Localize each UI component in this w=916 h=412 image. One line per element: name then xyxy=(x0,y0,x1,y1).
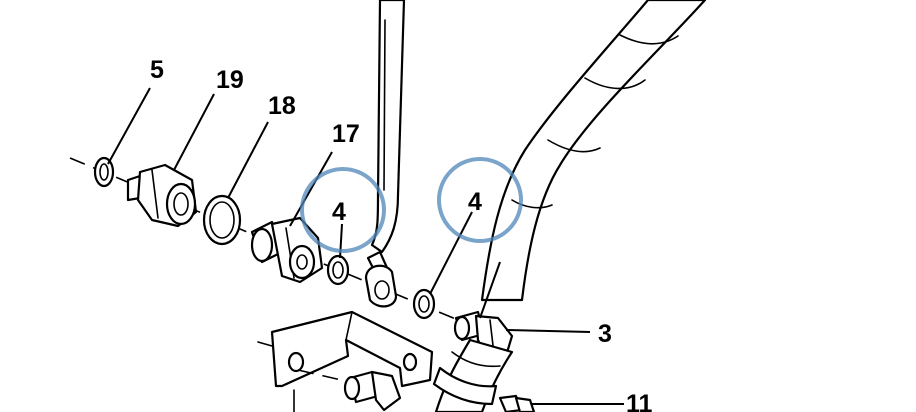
callout-17: 17 xyxy=(332,120,360,148)
hose-clamp xyxy=(432,338,514,412)
callout-18: 18 xyxy=(268,92,296,120)
washer-4-right xyxy=(412,288,436,320)
adapter-fitting-17 xyxy=(250,216,324,284)
union-nut-19 xyxy=(126,163,198,228)
highlight-ring-4-right xyxy=(437,157,523,243)
sealing-ring-18 xyxy=(202,194,242,246)
callout-4-right: 4 xyxy=(468,188,482,216)
callout-3: 3 xyxy=(598,320,612,348)
banjo-bolt-3 xyxy=(453,310,514,358)
leader-lines xyxy=(107,87,624,405)
highlight-ring-4-left xyxy=(300,167,386,253)
banjo-fitting xyxy=(364,250,398,308)
callout-4-left: 4 xyxy=(332,198,346,226)
mounting-bracket xyxy=(257,310,434,412)
callout-19: 19 xyxy=(216,66,244,94)
corrugated-hose xyxy=(480,0,707,302)
rigid-pipe xyxy=(370,0,406,254)
washer-4-left xyxy=(326,254,350,286)
callout-5: 5 xyxy=(150,56,164,84)
circlip-5 xyxy=(93,156,115,188)
small-bolt-11 xyxy=(498,394,536,412)
callout-11: 11 xyxy=(626,390,653,412)
assembly-axis xyxy=(69,157,471,326)
cap-screw xyxy=(343,370,402,412)
